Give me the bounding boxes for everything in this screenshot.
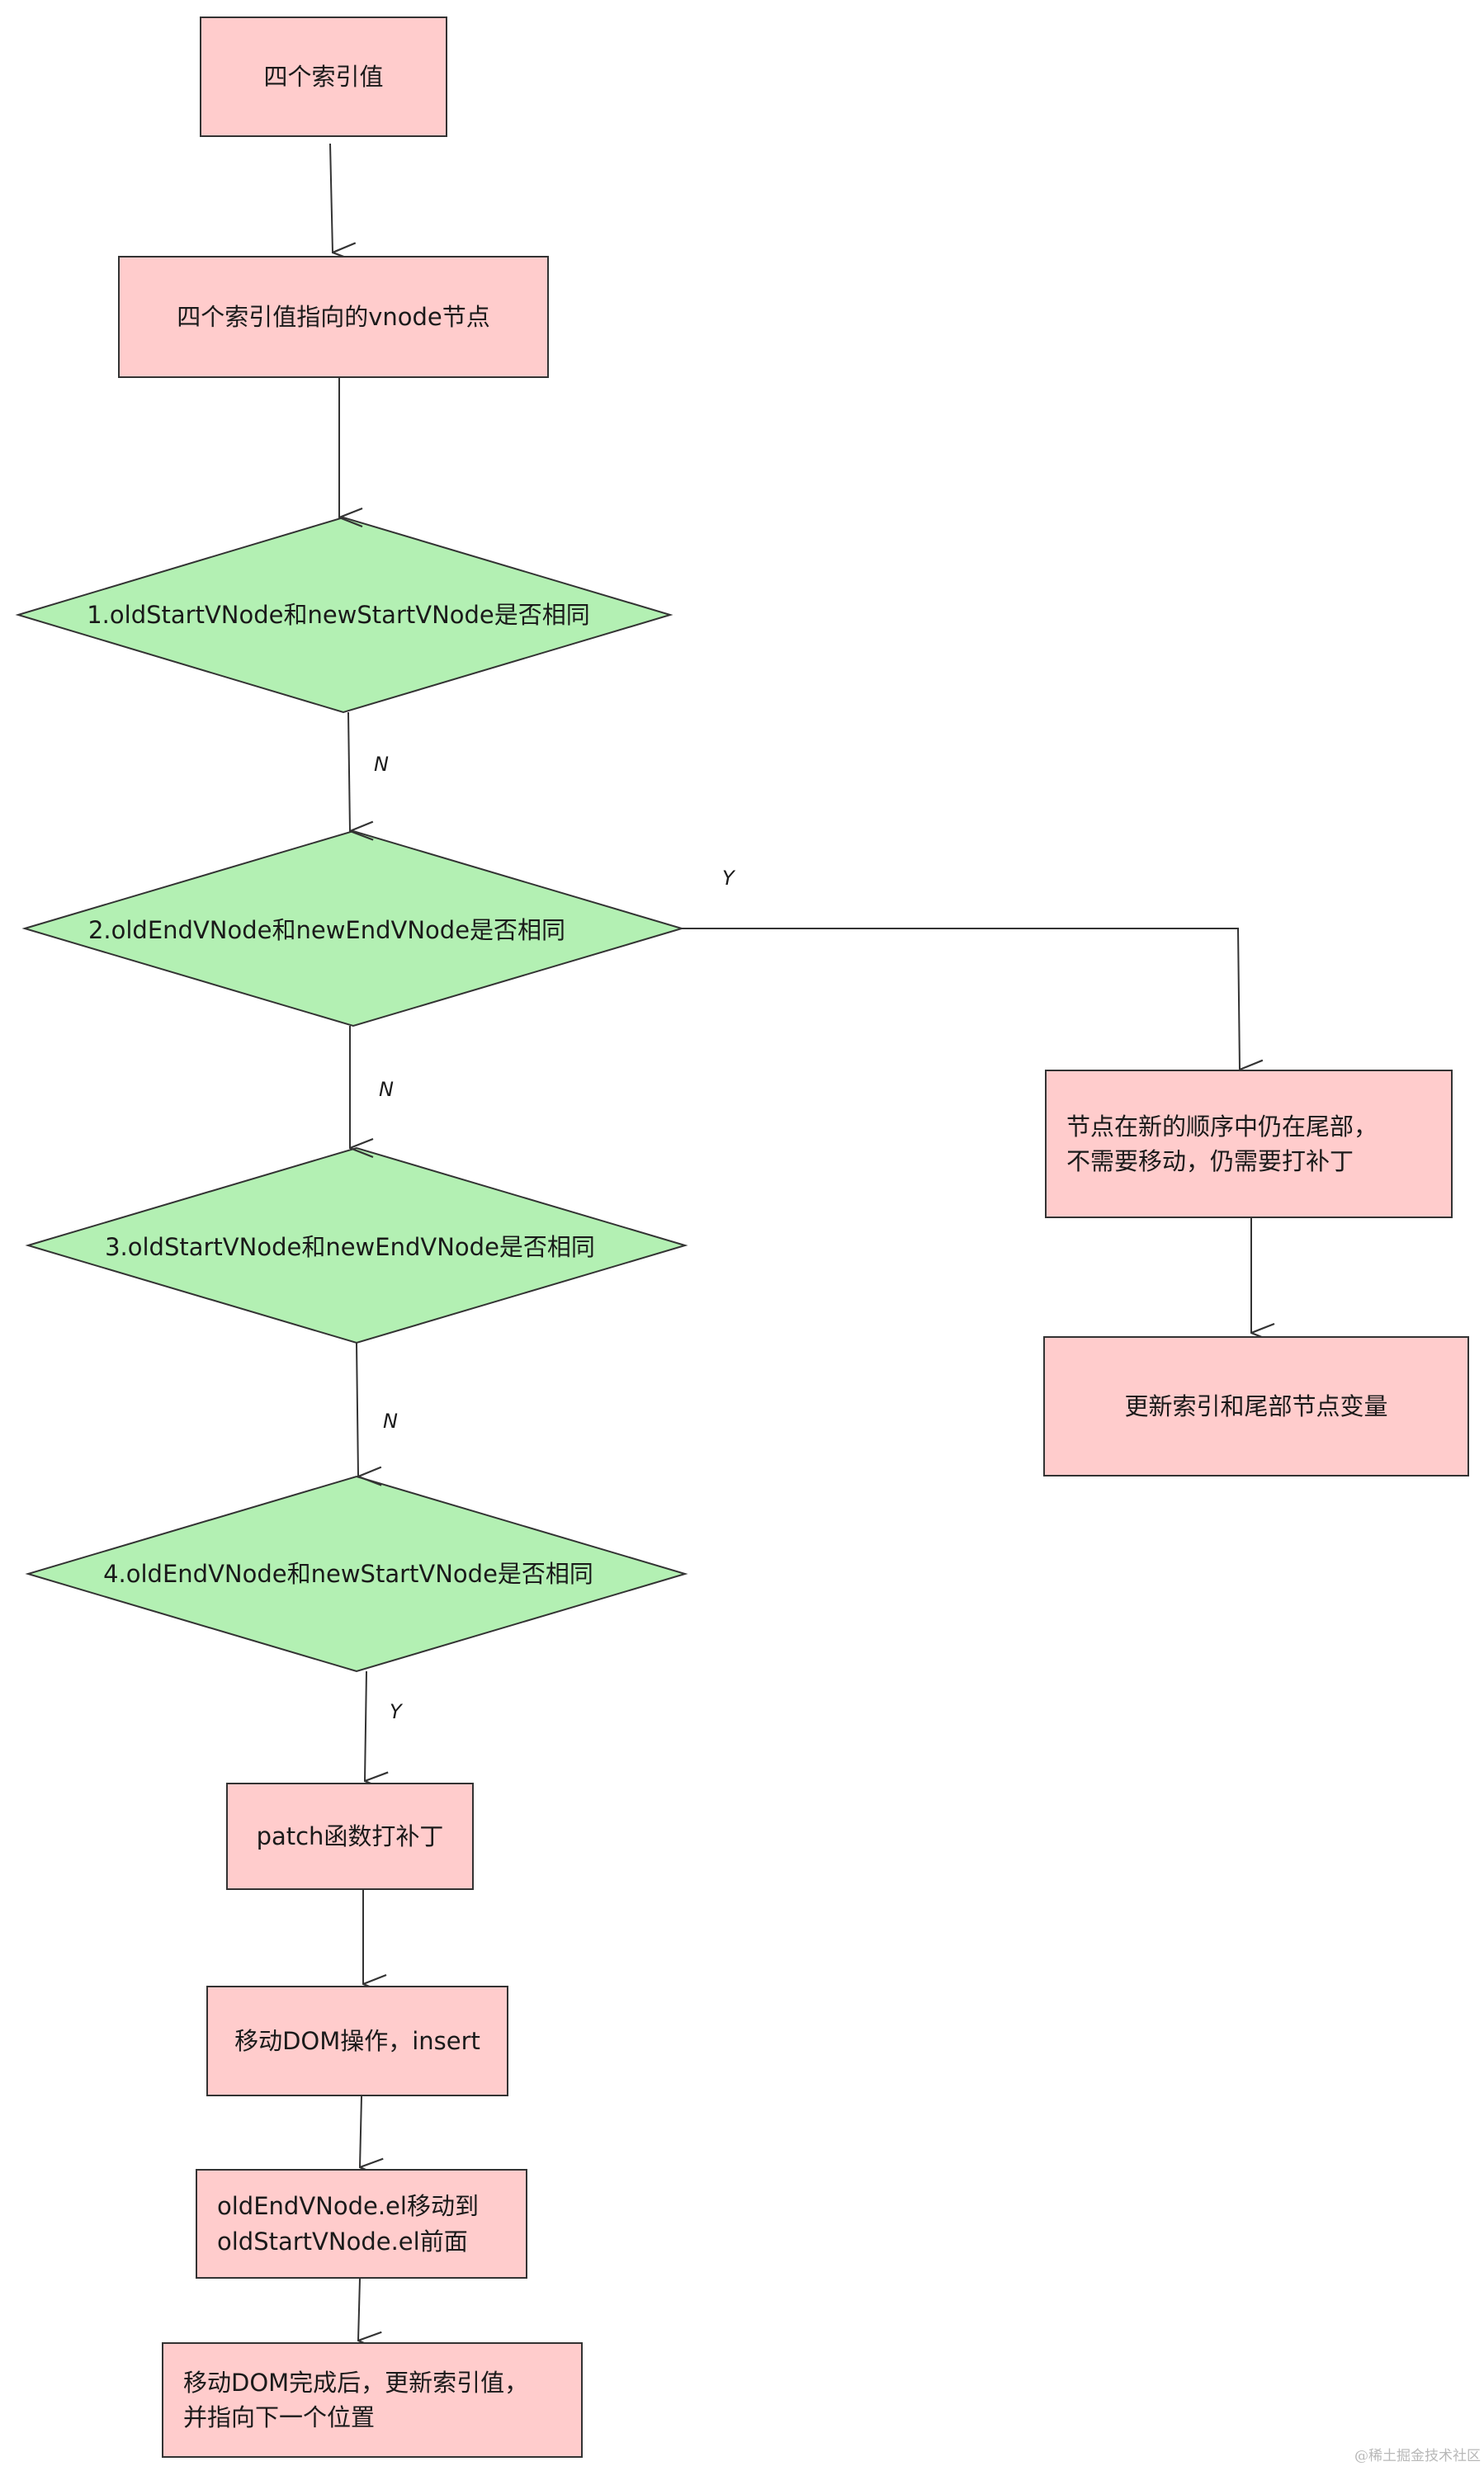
edge-n1-n2 [329, 143, 333, 253]
edge-p3-p4 [358, 2278, 360, 2341]
node-move-dom: 移动DOM操作，insert [206, 1986, 508, 2096]
edge-d4-p1 [365, 1670, 366, 1781]
node-update-index-line-2: 并指向下一个位置 [183, 2403, 376, 2431]
node-indices-vnodes-label: 四个索引值指向的vnode节点 [177, 302, 490, 331]
node-move-el: oldEndVNode.el移动到 oldStartVNode.el前面 [196, 2169, 527, 2279]
node-four-indices-label: 四个索引值 [263, 62, 384, 91]
decision-3-label: 3.oldStartVNode和newEndVNode是否相同 [105, 1233, 595, 1261]
decision-1-shape [15, 516, 673, 714]
node-tail-still: 节点在新的顺序中仍在尾部， 不需要移动，仍需要打补丁 [1045, 1070, 1453, 1218]
node-move-el-text: oldEndVNode.el移动到 oldStartVNode.el前面 [217, 2189, 479, 2258]
edge-label-d4-yes: Y [390, 1700, 402, 1723]
node-update-tail: 更新索引和尾部节点变量 [1043, 1336, 1469, 1476]
edge-d2-r1 [682, 928, 1240, 1070]
decision-4-shape [25, 1475, 688, 1673]
node-tail-still-line-1: 节点在新的顺序中仍在尾部， [1066, 1112, 1378, 1141]
decision-4-label: 4.oldEndVNode和newStartVNode是否相同 [103, 1560, 593, 1588]
node-move-el-line-2: oldStartVNode.el前面 [217, 2227, 468, 2256]
node-patch-label: patch函数打补丁 [256, 1821, 444, 1850]
decision-1-label: 1.oldStartVNode和newStartVNode是否相同 [87, 601, 590, 629]
edge-label-d1-no: N [374, 753, 389, 776]
edge-p2-p3 [360, 2095, 362, 2167]
edge-d3-d4 [356, 1342, 358, 1476]
node-update-tail-label: 更新索引和尾部节点变量 [1124, 1391, 1388, 1420]
node-four-indices: 四个索引值 [200, 17, 447, 137]
node-move-dom-label: 移动DOM操作，insert [234, 2026, 480, 2055]
edge-label-d2-yes: Y [722, 867, 735, 890]
node-update-index: 移动DOM完成后，更新索引值， 并指向下一个位置 [162, 2342, 583, 2458]
edge-label-d3-no: N [383, 1410, 398, 1433]
decision-2-label: 2.oldEndVNode和newEndVNode是否相同 [87, 916, 566, 944]
node-update-index-text: 移动DOM完成后，更新索引值， 并指向下一个位置 [183, 2365, 528, 2435]
node-indices-vnodes: 四个索引值指向的vnode节点 [118, 256, 549, 378]
node-tail-still-text: 节点在新的顺序中仍在尾部， 不需要移动，仍需要打补丁 [1066, 1109, 1378, 1179]
decision-3-shape [25, 1146, 688, 1344]
node-tail-still-line-2: 不需要移动，仍需要打补丁 [1066, 1147, 1354, 1175]
edge-label-d2-no: N [379, 1078, 394, 1101]
watermark-text: @稀土掘金技术社区 [1354, 2448, 1481, 2464]
node-update-index-line-1: 移动DOM完成后，更新索引值， [183, 2368, 529, 2397]
node-move-el-line-1: oldEndVNode.el移动到 [217, 2192, 479, 2221]
node-patch: patch函数打补丁 [226, 1783, 474, 1890]
edge-d1-d2 [347, 711, 350, 831]
